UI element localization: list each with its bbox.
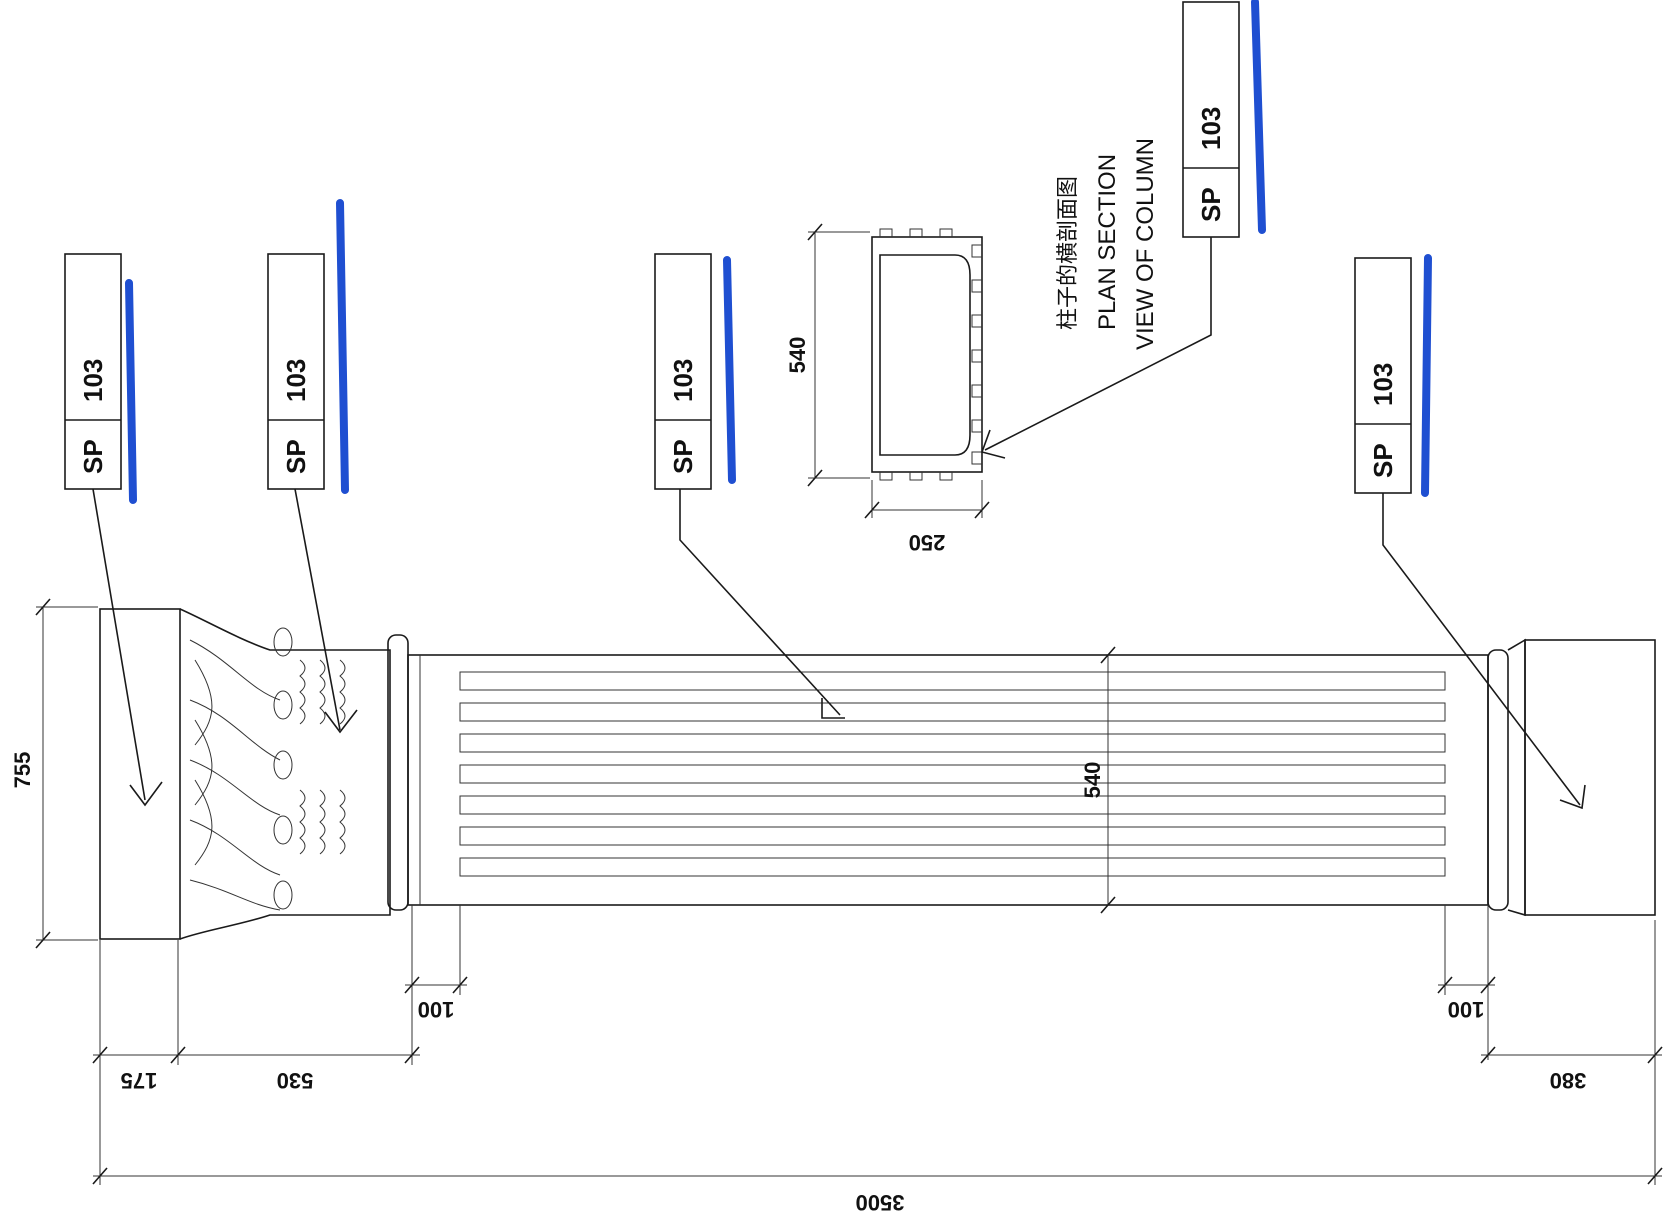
- tag-code: 103: [1196, 107, 1226, 150]
- dimension-shaft-diameter: 540: [1080, 646, 1116, 914]
- section-note-line1: PLAN SECTION: [1094, 154, 1121, 330]
- capital-astragal: [387, 634, 409, 911]
- tag-prefix: SP: [1196, 187, 1226, 222]
- leader-arrow-icon: [1559, 784, 1586, 810]
- base-plinth: [1524, 639, 1656, 916]
- tag-prefix: SP: [281, 439, 311, 474]
- dimension-row-sections: 175 530 380: [92, 920, 1663, 1185]
- material-tag: SP 103: [654, 253, 845, 719]
- material-tag: SP 103: [980, 0, 1266, 459]
- dimension-total: 3500: [92, 1167, 1663, 1215]
- section-outline: [871, 236, 983, 473]
- material-tag: SP 103: [64, 253, 163, 807]
- section-note-cn: 柱子的横剖面图: [1056, 176, 1081, 330]
- leader-arrow-icon: [129, 781, 163, 807]
- material-tag: SP 103: [1354, 254, 1586, 810]
- tag-code: 103: [668, 359, 698, 402]
- section-hollow: [879, 254, 971, 456]
- section-note-line2: VIEW OF COLUMN: [1132, 138, 1159, 350]
- tag-code: 103: [78, 359, 108, 402]
- leader-line: [1382, 493, 1581, 806]
- tag-prefix: SP: [78, 439, 108, 474]
- dimension-neck-right: 100: [1437, 905, 1496, 1060]
- section-width-dimension: 540: [785, 337, 810, 374]
- section-depth-dimension: 250: [909, 530, 946, 555]
- material-tag: SP 103: [267, 199, 358, 734]
- dimension-capital-height: 755: [10, 598, 98, 949]
- total-length-label: 3500: [856, 1190, 905, 1215]
- plan-section: 540 250: [785, 223, 990, 555]
- tag-code: 103: [281, 359, 311, 402]
- tag-prefix: SP: [668, 439, 698, 474]
- shaft-fluting: [459, 671, 1446, 877]
- base-scotia: [1507, 638, 1526, 917]
- neck-right-label: 100: [1448, 997, 1485, 1022]
- tag-code: 103: [1368, 363, 1398, 406]
- tag-prefix: SP: [1368, 443, 1398, 478]
- neck-left-label: 100: [418, 997, 455, 1022]
- section-note: 柱子的横剖面图 PLAN SECTION VIEW OF COLUMN: [1056, 138, 1159, 350]
- capital-abacus: [99, 608, 181, 940]
- dimension-neck-left: 100: [404, 905, 468, 1022]
- base-dimension-label: 380: [1550, 1068, 1587, 1093]
- leader-line: [984, 237, 1212, 451]
- column-shaft: [407, 654, 1489, 906]
- leader-line: [92, 488, 146, 801]
- leader-line: [294, 488, 341, 731]
- capital-dimension-label: 530: [277, 1068, 314, 1093]
- leader-arrow-icon: [980, 429, 1006, 459]
- highlight-mark: [125, 279, 137, 504]
- highlight-mark: [1251, 0, 1266, 234]
- highlight-mark: [1421, 254, 1432, 497]
- capital-height-label: 755: [10, 752, 35, 789]
- highlight-mark: [336, 199, 349, 494]
- abacus-dimension-label: 175: [121, 1068, 158, 1093]
- base-torus: [1487, 649, 1509, 911]
- column-elevation: [99, 608, 1656, 940]
- leader-arrow-icon: [821, 698, 845, 719]
- shaft-diameter-label: 540: [1080, 762, 1105, 799]
- capital-foliage-outline: [179, 608, 391, 940]
- leader-arrow-icon: [324, 709, 358, 734]
- leader-line: [679, 489, 841, 716]
- highlight-mark: [723, 256, 736, 484]
- capital-acanthus-leaves: [189, 627, 346, 911]
